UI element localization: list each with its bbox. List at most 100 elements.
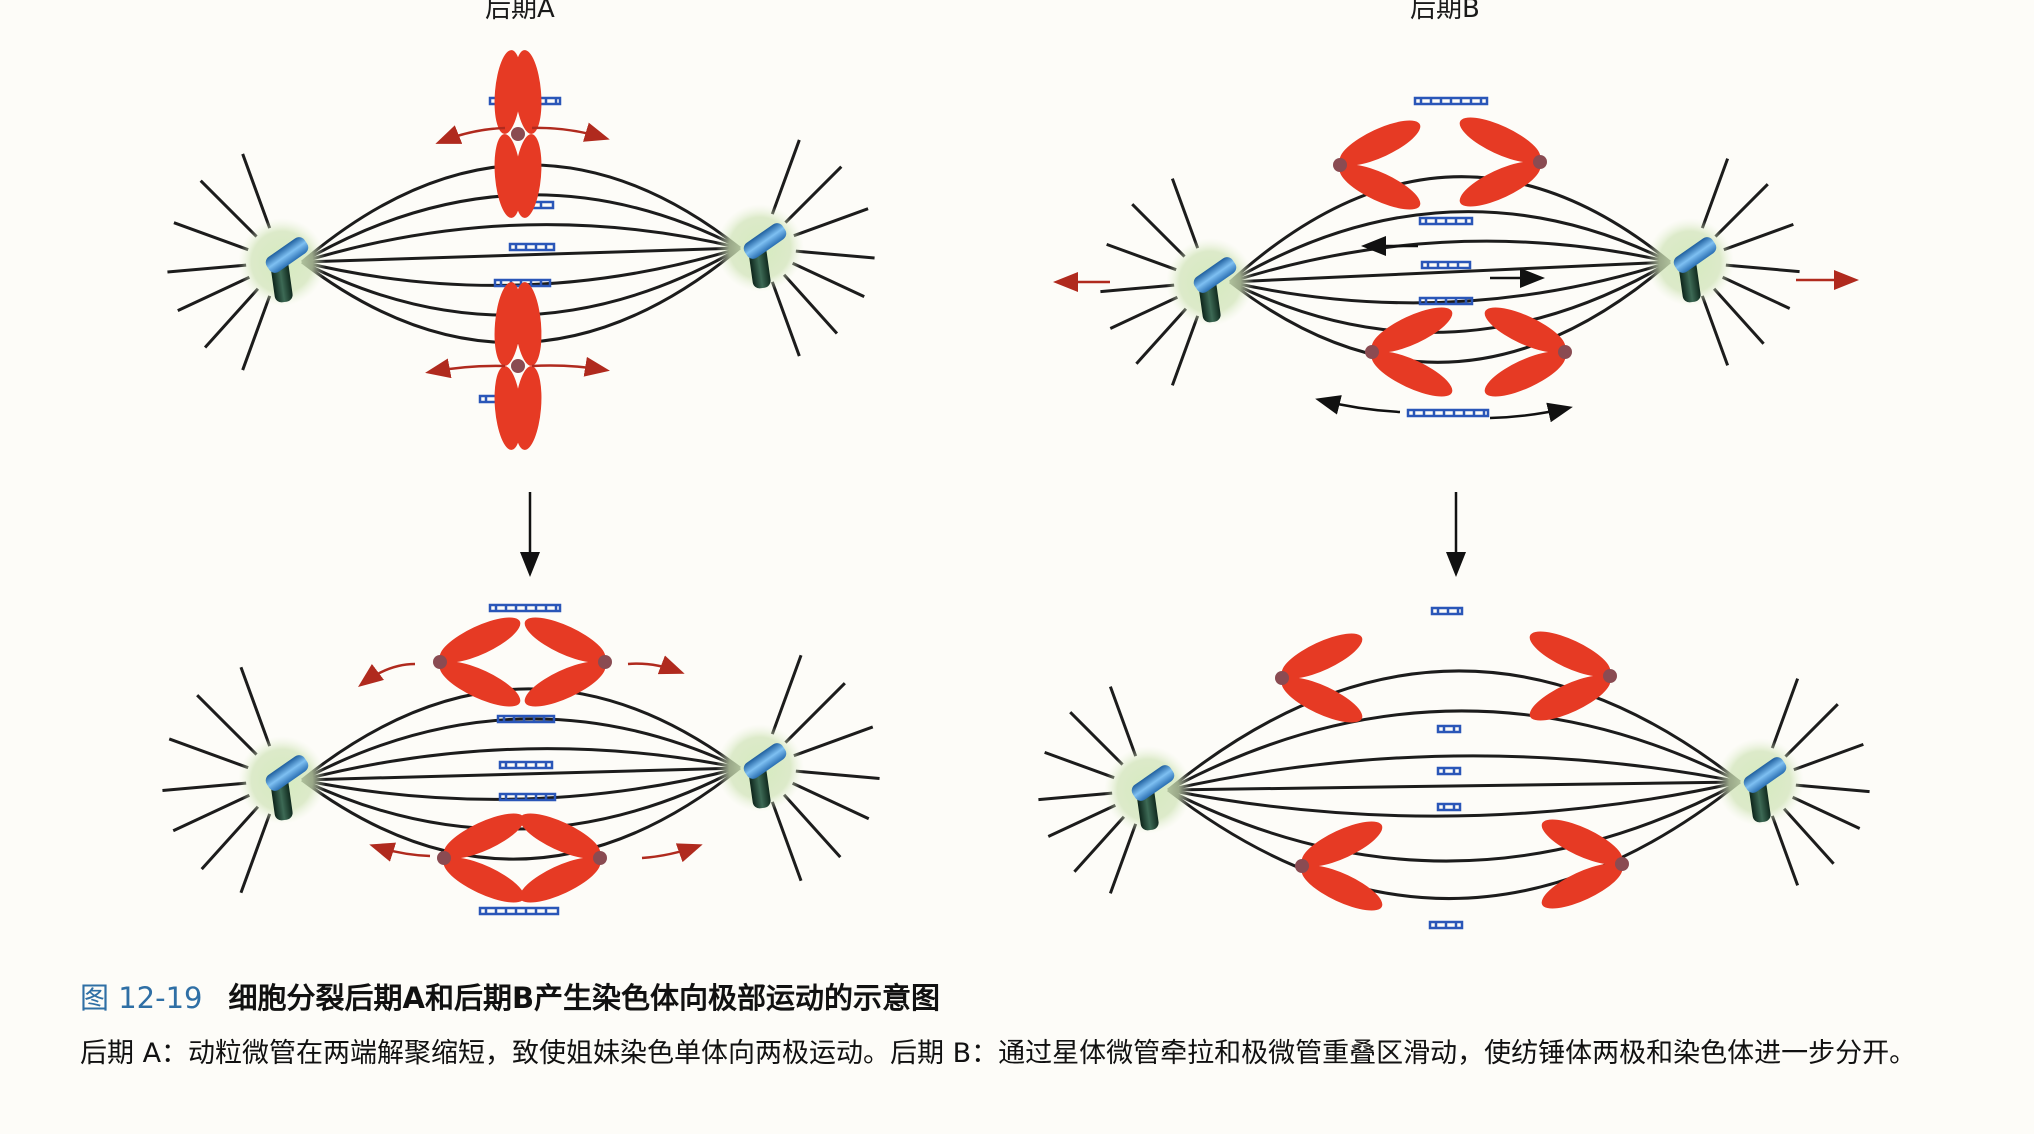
spindle-microtubule (301, 717, 741, 782)
astral-microtubule (770, 139, 801, 215)
astral-microtubule (1108, 823, 1138, 894)
chromatid-arm (1529, 631, 1611, 677)
astral-microtubule (770, 281, 801, 357)
chromatid-arm (494, 50, 522, 134)
spindle-microtubule (1167, 780, 1741, 818)
chromosome (494, 50, 542, 218)
astral-microtubule (1700, 295, 1730, 366)
astral-microtubule (1108, 686, 1138, 757)
spindle-microtubule (1167, 754, 1741, 792)
spindle-microtubule (1167, 669, 1741, 792)
chromosome (1275, 633, 1363, 723)
chromosome (1459, 117, 1547, 207)
chromatid-arm (1371, 351, 1453, 397)
astral-microtubule (167, 263, 247, 274)
chromatid-arm (524, 661, 606, 707)
spindle-microtubule (1229, 260, 1671, 364)
spindle-microtubule (1229, 260, 1671, 305)
chromatid-arm (1371, 307, 1453, 353)
motion-arrow (369, 842, 431, 862)
astral-microtubule (1109, 295, 1179, 330)
astral-microtubule (784, 165, 843, 224)
astral-microtubule (241, 295, 272, 371)
chromatid-arm (524, 617, 606, 663)
kinetochore (511, 359, 525, 373)
astral-microtubule (1106, 242, 1177, 272)
chromatid-arm (494, 134, 522, 218)
astral-microtubule (782, 793, 842, 859)
centriole-blue (743, 223, 787, 259)
kinetochore (1295, 859, 1309, 873)
figure-number: 图 12-19 (80, 981, 203, 1015)
astral-microtubule (1721, 275, 1791, 310)
astral-microtubule (1135, 307, 1188, 365)
kinetochore (437, 851, 451, 865)
spindle-microtubule (1229, 210, 1671, 284)
spindle-microtubule (301, 766, 741, 782)
chromosome (433, 617, 521, 707)
spindle-microtubule (1228, 175, 1671, 284)
kinetochore (593, 851, 607, 865)
overlap-zone (496, 714, 556, 724)
centriole-blue (1743, 757, 1787, 793)
astral-microtubule (1047, 803, 1117, 838)
spindle-microtubule (301, 687, 741, 782)
astral-microtubule (196, 694, 258, 756)
overlap-zone (1436, 724, 1462, 734)
motion-arrow (641, 843, 703, 863)
spindle-microtubule (1229, 260, 1671, 284)
astral-microtubule (162, 781, 247, 792)
kinetochore (1365, 345, 1379, 359)
overlap-zone (1406, 408, 1490, 418)
astral-microtubule (784, 682, 846, 744)
astral-microtubule (1700, 158, 1730, 229)
chromatid-arm (1301, 865, 1383, 911)
chromosome (1529, 631, 1617, 721)
spindle-microtubule (301, 766, 741, 861)
kinetochore (1333, 158, 1347, 172)
overlap-zone (1418, 216, 1474, 226)
chromosome (437, 813, 525, 903)
astral-microtubule (1723, 222, 1794, 252)
astral-microtubule (770, 654, 803, 735)
astral-microtubule (1069, 711, 1124, 766)
overlap-zone (1418, 296, 1474, 306)
astral-microtubule (1791, 795, 1861, 830)
spindle-microtubule (1229, 239, 1671, 284)
chromosome (1333, 120, 1421, 210)
chromatid-arm (1529, 675, 1611, 721)
astral-microtubule (782, 273, 839, 335)
astral-microtubule (203, 287, 260, 349)
chromatid-arm (519, 813, 601, 859)
chromatid-arm (1339, 164, 1421, 210)
kinetochore (1533, 155, 1547, 169)
motion-arrow (435, 125, 506, 144)
sliding-arrow (1489, 402, 1573, 423)
astral-microtubule (795, 769, 880, 780)
anaphase-b-bottom (1038, 492, 1870, 930)
chromatid-arm (514, 134, 542, 218)
astral-microtubule (1784, 703, 1839, 758)
astral-microtubule (791, 781, 870, 821)
chromosome (1541, 819, 1629, 909)
chromatid-arm (1459, 117, 1541, 163)
centriole-blue (265, 237, 309, 273)
chromatid-arm (1541, 819, 1623, 865)
chromatid-arm (1281, 633, 1363, 679)
overlap-zone (508, 242, 556, 252)
astral-microtubule (241, 153, 272, 229)
anaphase-diagram (162, 50, 1870, 930)
chromatid-arm (1339, 120, 1421, 166)
anaphase-a-top (167, 50, 875, 450)
chromatid-arm (494, 366, 522, 450)
astral-microtubule (1131, 203, 1186, 258)
overlap-zone (1436, 802, 1462, 812)
astral-microtubule (1770, 815, 1800, 886)
centriole-blue (743, 743, 787, 779)
overlap-zone (498, 760, 554, 770)
astral-microtubule (239, 813, 272, 894)
astral-microtubule (795, 249, 875, 260)
centriole-blue (1193, 257, 1237, 293)
spindle-microtubule (1167, 709, 1741, 792)
